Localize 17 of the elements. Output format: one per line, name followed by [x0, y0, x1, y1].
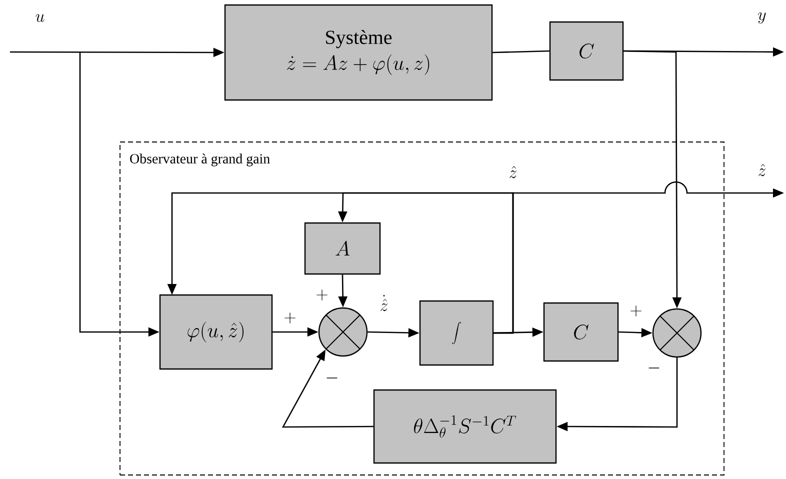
signal-label: $y$	[758, 12, 766, 24]
signal-label: $\hat{z}$	[758, 164, 766, 176]
gain-box: $C$	[543, 302, 619, 362]
gain-box: $A$	[304, 222, 381, 275]
integrator-box: $\int$	[419, 300, 494, 366]
signal-label: $u$	[36, 14, 44, 22]
system-box: Système $\dot{z} = Az + \varphi(u,z)$	[224, 4, 493, 101]
signal-label: $\hat{z}$	[509, 166, 517, 178]
gain-box: $C$	[549, 21, 624, 81]
sign-label: $+$	[316, 290, 328, 300]
summing-junction	[652, 308, 702, 358]
sign-label: $+$	[630, 306, 642, 316]
gain-box: $\theta\Delta_\theta^{-1}S^{-1}C^T$	[373, 389, 557, 464]
function-box: $\varphi(u,\hat{z})$	[159, 294, 273, 370]
summing-junction	[318, 307, 368, 357]
signal-label: $\dot{\hat{z}}$	[380, 295, 388, 312]
sign-label: $+$	[284, 312, 296, 324]
